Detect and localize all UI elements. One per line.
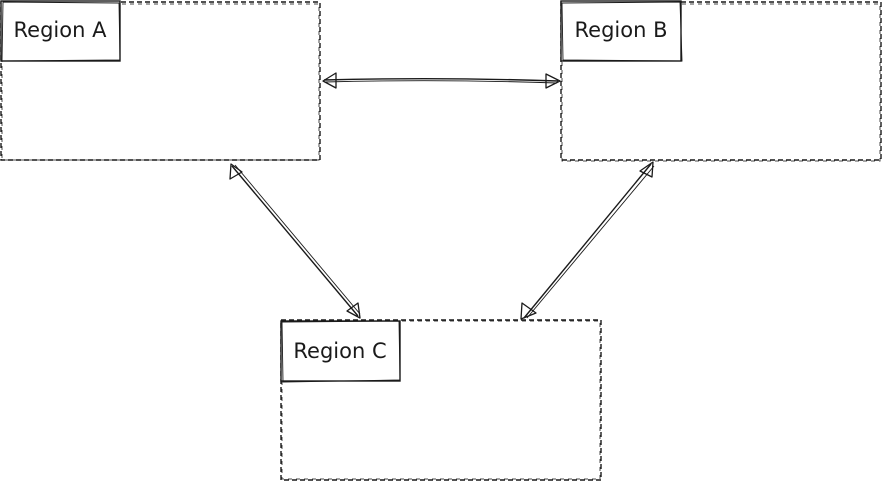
connection-b-c[interactable] [520,161,655,320]
arrowhead-down-icon [520,302,537,320]
arrowhead-down-icon [346,302,361,319]
connection-a-c[interactable] [229,163,361,319]
region-a-boundary-sketch [1,3,320,161]
arrowhead-up-icon [229,163,243,180]
region-c-boundary [280,319,602,481]
connection-a-b[interactable] [322,72,561,89]
region-c-label-box-sketch [281,320,401,383]
region-b-boundary [560,1,882,161]
region-b-label: Region B [575,18,668,42]
connection-a-b-line [323,78,559,82]
region-c-boundary-sketch [281,320,601,480]
arrowhead-left-icon [322,72,337,89]
region-a-label-box-sketch [1,1,121,62]
region-c-label: Region C [293,339,386,363]
connection-b-c-line [523,163,652,319]
connection-a-b-line-sketch [324,80,558,84]
connection-b-c-line-sketch [526,165,655,319]
region-a-label: Region A [14,18,108,42]
region-c[interactable]: Region C [280,319,602,481]
connection-a-c-line-sketch [234,164,361,315]
region-a-label-box [0,0,121,62]
region-b-label-box-sketch [561,1,683,62]
arrowhead-up-icon [639,161,654,178]
region-a-boundary [0,1,321,161]
arrowhead-right-icon [545,73,561,89]
region-b-boundary-sketch [561,3,881,162]
region-c-label-box [280,320,401,382]
connection-a-c-line [231,165,359,317]
region-b[interactable]: Region B [560,0,882,162]
region-a[interactable]: Region A [0,0,321,161]
